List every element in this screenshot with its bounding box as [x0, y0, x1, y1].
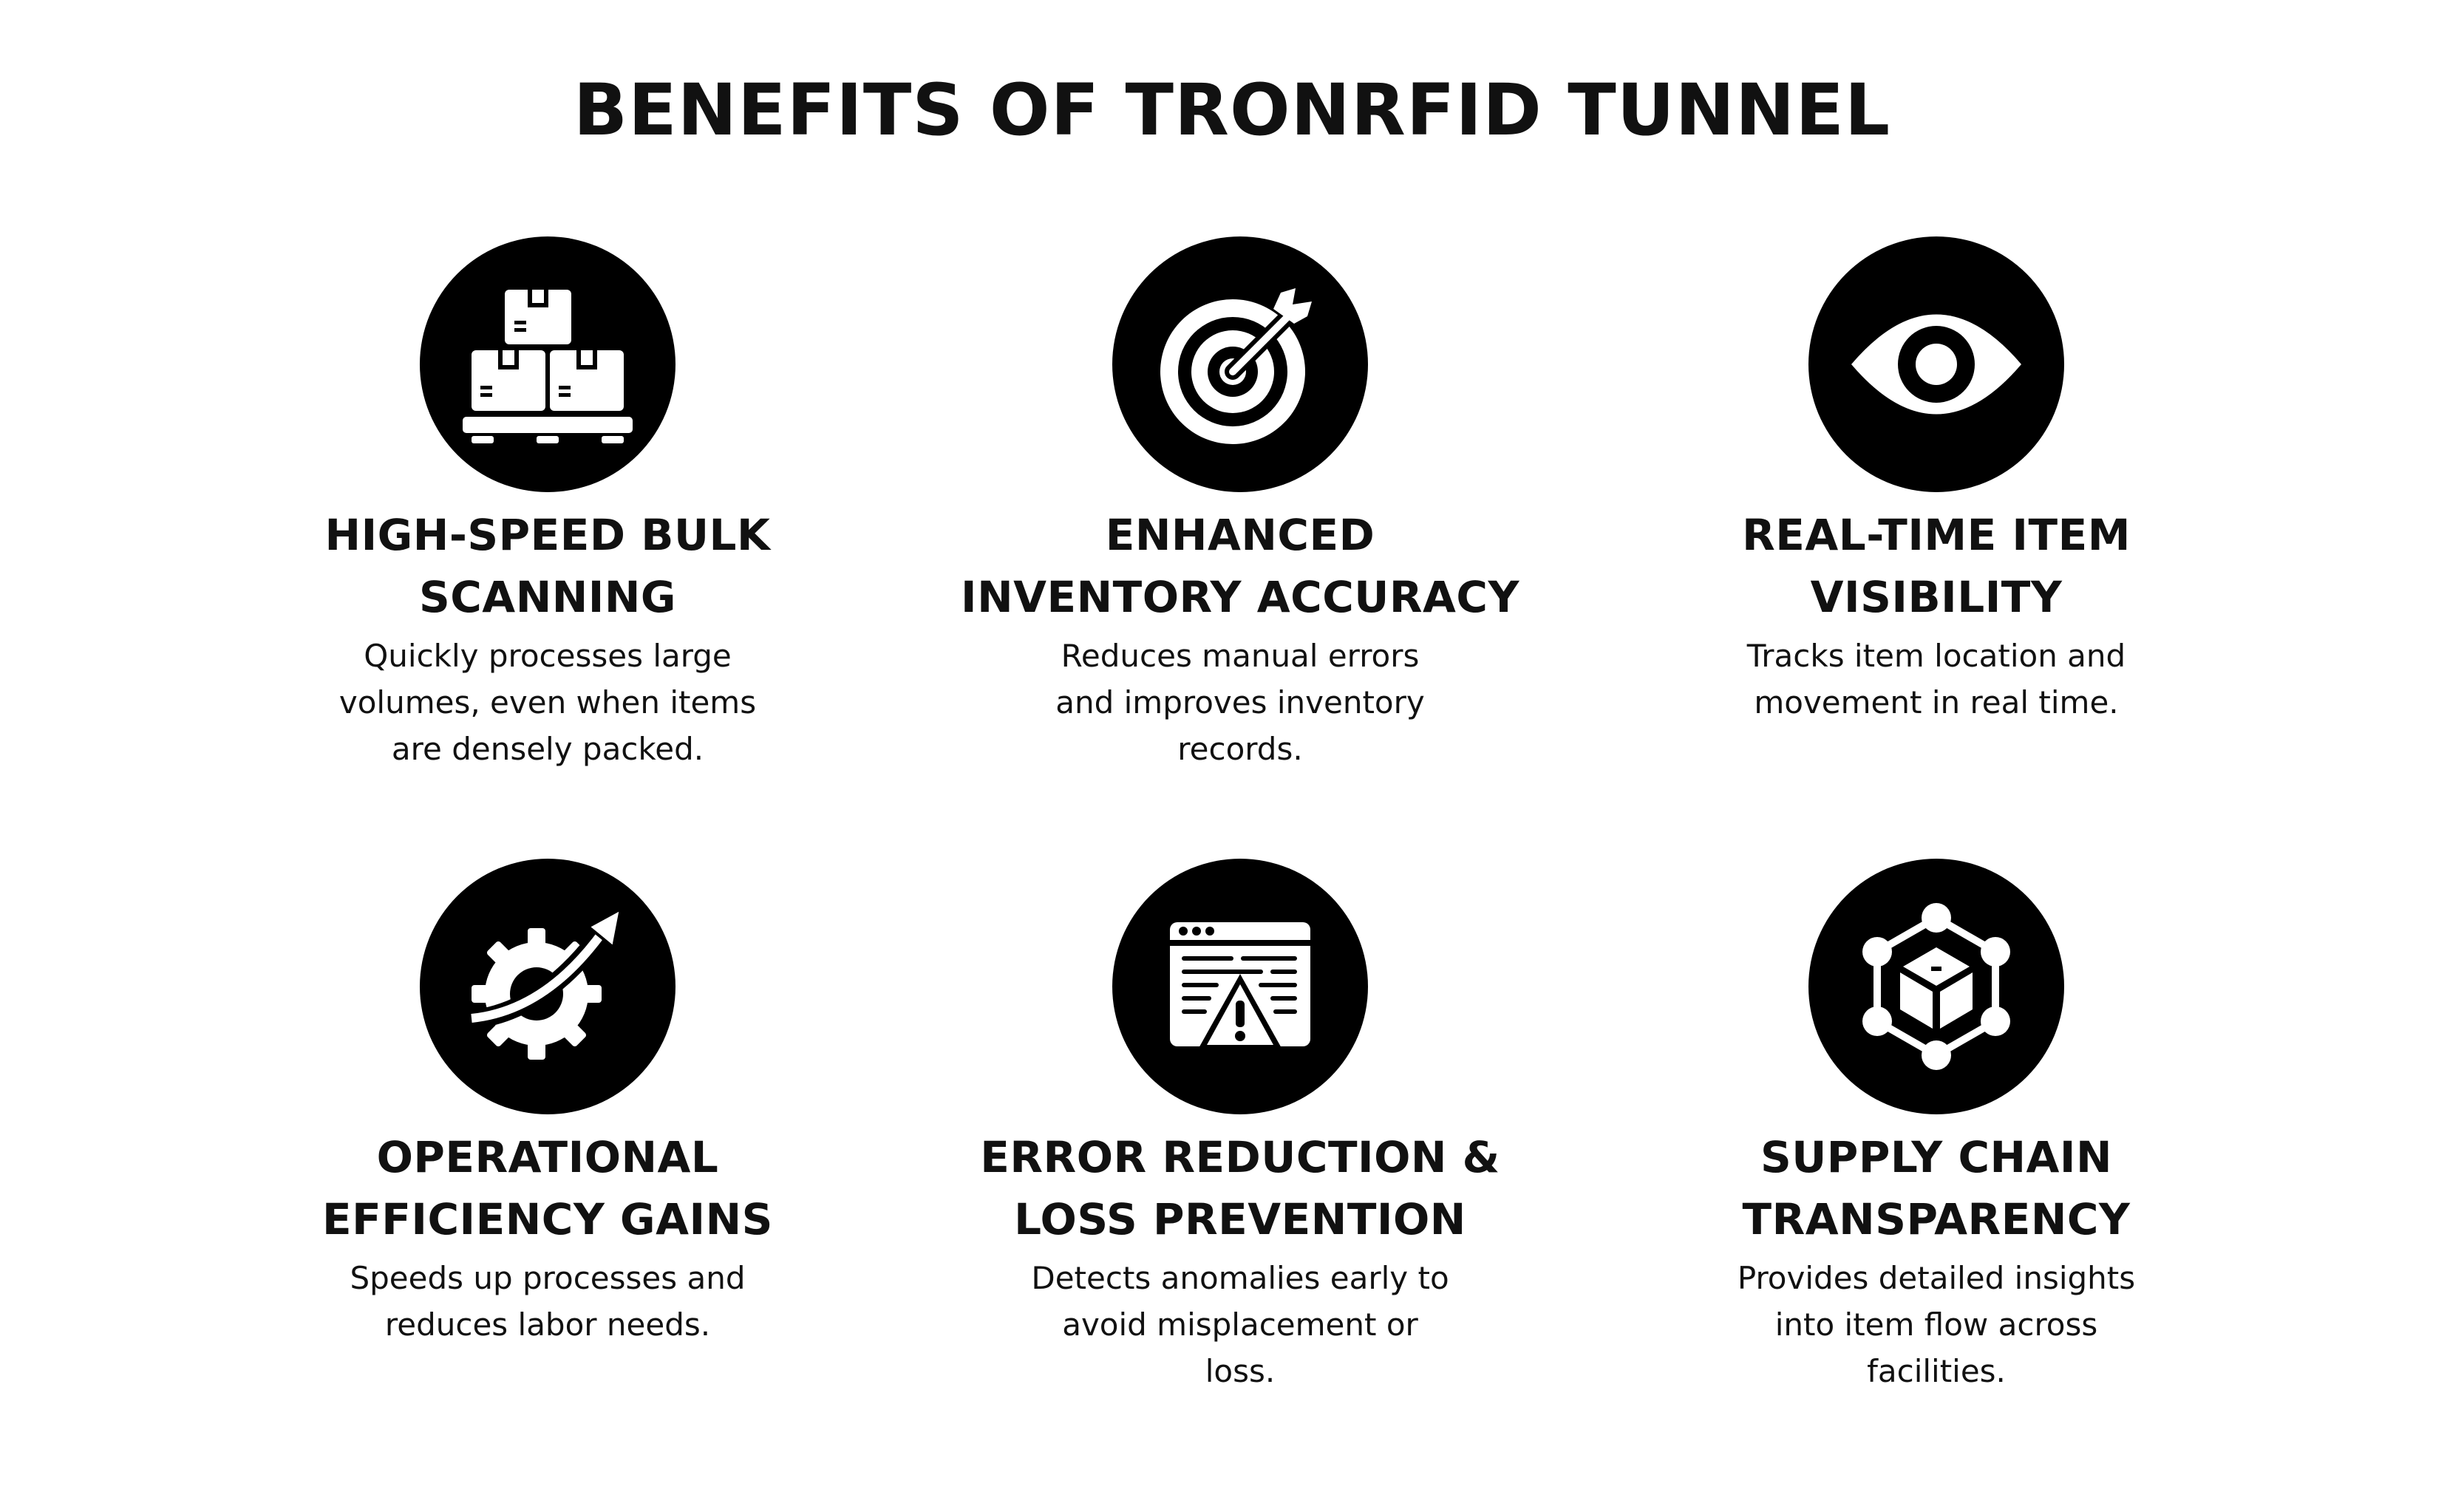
benefit-description-line: volumes, even when items — [338, 684, 757, 720]
benefit-card-operational-efficiency-gains: OPERATIONAL EFFICIENCY GAINS Speeds up p… — [259, 859, 836, 1348]
benefit-card-real-time-item-visibility: REAL-TIME ITEM VISIBILITY Tracks item lo… — [1648, 236, 2225, 726]
browser-warning-icon — [1170, 922, 1310, 1049]
benefit-description-line: Quickly processes large — [364, 638, 732, 674]
icon-circle — [1808, 859, 2064, 1114]
benefit-description-line: Detects anomalies early to — [1031, 1260, 1449, 1296]
network-cube-icon — [1862, 903, 2010, 1070]
icon-circle — [420, 859, 675, 1114]
benefit-title: HIGH-SPEED BULK SCANNING — [259, 504, 836, 628]
benefit-title: ENHANCED INVENTORY ACCURACY — [952, 504, 1528, 628]
benefit-description-line: facilities. — [1867, 1353, 2006, 1389]
benefit-description-line: Speeds up processes and — [350, 1260, 746, 1296]
benefit-title-line: ERROR REDUCTION & — [980, 1132, 1500, 1182]
benefit-title-line: ENHANCED — [1105, 510, 1375, 560]
benefit-title-line: HIGH-SPEED BULK — [324, 510, 771, 560]
benefit-description-line: reduces labor needs. — [384, 1306, 711, 1343]
benefit-title: SUPPLY CHAIN TRANSPARENCY — [1648, 1126, 2225, 1250]
benefit-description-line: into item flow across — [1774, 1306, 2098, 1343]
benefit-description-line: records. — [1177, 731, 1303, 767]
gear-growth-arrow-icon — [469, 906, 623, 1060]
icon-circle — [420, 236, 675, 492]
icon-circle — [1112, 859, 1368, 1114]
benefit-description: Provides detailed insights into item flo… — [1707, 1255, 2165, 1394]
benefit-title-line: SUPPLY CHAIN — [1760, 1132, 2113, 1182]
benefit-card-error-reduction-loss-prevention: ERROR REDUCTION & LOSS PREVENTION Detect… — [952, 859, 1528, 1394]
benefit-description-line: avoid misplacement or — [1062, 1306, 1418, 1343]
benefit-description-line: Reduces manual errors — [1061, 638, 1420, 674]
eye-icon — [1851, 314, 2021, 415]
benefit-card-high-speed-bulk-scanning: HIGH-SPEED BULK SCANNING Quickly process… — [259, 236, 836, 772]
page-title: BENEFITS OF TRONRFID TUNNEL — [573, 69, 1891, 151]
benefit-title-line: LOSS PREVENTION — [1014, 1194, 1466, 1244]
benefit-description-line: Provides detailed insights — [1737, 1260, 2136, 1296]
benefit-title-line: INVENTORY ACCURACY — [961, 572, 1519, 622]
benefit-description: Tracks item location and movement in rea… — [1707, 633, 2165, 726]
benefit-title-line: EFFICIENCY GAINS — [322, 1194, 773, 1244]
benefit-description-line: and improves inventory — [1055, 684, 1425, 720]
benefit-title: ERROR REDUCTION & LOSS PREVENTION — [952, 1126, 1528, 1250]
benefit-title: REAL-TIME ITEM VISIBILITY — [1648, 504, 2225, 628]
benefit-title-line: OPERATIONAL — [376, 1132, 719, 1182]
target-arrow-icon — [1160, 288, 1312, 444]
benefit-description-line: movement in real time. — [1754, 684, 2119, 720]
icon-circle — [1112, 236, 1368, 492]
benefit-description-line: loss. — [1205, 1353, 1276, 1389]
benefit-description: Quickly processes large volumes, even wh… — [319, 633, 777, 772]
benefit-title-line: SCANNING — [418, 572, 677, 622]
icon-circle — [1808, 236, 2064, 492]
benefit-description-line: Tracks item location and — [1746, 638, 2126, 674]
benefit-description: Detects anomalies early to avoid misplac… — [1011, 1255, 1469, 1394]
benefit-card-supply-chain-transparency: SUPPLY CHAIN TRANSPARENCY Provides detai… — [1648, 859, 2225, 1394]
benefit-description-line: are densely packed. — [391, 731, 704, 767]
benefit-title-line: TRANSPARENCY — [1742, 1194, 2131, 1244]
benefit-card-enhanced-inventory-accuracy: ENHANCED INVENTORY ACCURACY Reduces manu… — [952, 236, 1528, 772]
benefit-title: OPERATIONAL EFFICIENCY GAINS — [259, 1126, 836, 1250]
benefit-description: Reduces manual errors and improves inven… — [1011, 633, 1469, 772]
benefit-description: Speeds up processes and reduces labor ne… — [319, 1255, 777, 1348]
benefit-title-line: VISIBILITY — [1810, 572, 2063, 622]
stacked-boxes-pallet-icon — [463, 290, 633, 443]
benefit-title-line: REAL-TIME ITEM — [1742, 510, 2131, 560]
